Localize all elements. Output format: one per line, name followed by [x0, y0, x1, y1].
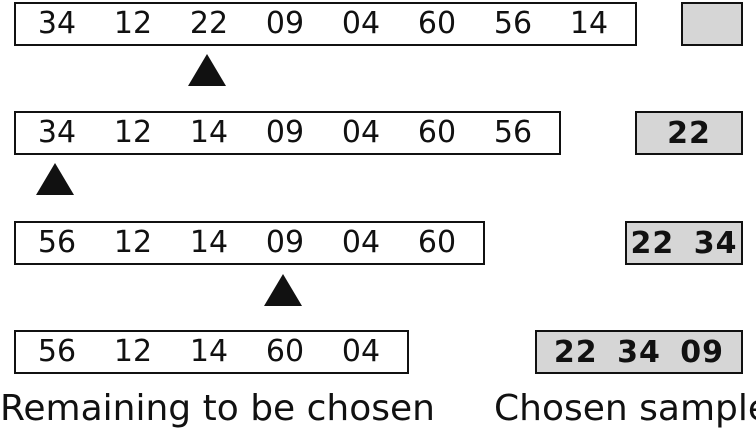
remaining-number: 04: [341, 115, 381, 150]
remaining-number: 04: [341, 225, 381, 260]
remaining-number: 60: [265, 334, 305, 369]
remaining-number: 56: [493, 6, 533, 41]
remaining-number: 09: [265, 115, 305, 150]
remaining-number: 04: [341, 6, 381, 41]
remaining-number: 60: [417, 115, 457, 150]
remaining-number: 14: [189, 225, 229, 260]
remaining-number: 56: [493, 115, 533, 150]
selection-pointer-icon: [36, 163, 74, 195]
remaining-number: 09: [265, 6, 305, 41]
chosen-sample-box-row-2: 22: [635, 111, 743, 155]
remaining-box-row-4: 56 12 14 60 04: [14, 330, 409, 374]
remaining-number: 14: [569, 6, 609, 41]
remaining-number: 12: [113, 115, 153, 150]
chosen-sample-box-row-3: 22 34: [625, 221, 743, 265]
remaining-number: 60: [417, 6, 457, 41]
remaining-number: 04: [341, 334, 381, 369]
remaining-number: 09: [265, 225, 305, 260]
selection-pointer-icon: [188, 54, 226, 86]
caption-remaining: Remaining to be chosen: [0, 388, 435, 429]
remaining-number: 12: [113, 334, 153, 369]
remaining-number: 14: [189, 115, 229, 150]
remaining-number: 14: [189, 334, 229, 369]
remaining-box-row-3: 56 12 14 09 04 60: [14, 221, 485, 265]
remaining-number: 56: [37, 334, 77, 369]
chosen-sample-box-row-4: 22 34 09: [535, 330, 743, 374]
remaining-number: 34: [37, 6, 77, 41]
remaining-number: 34: [37, 115, 77, 150]
remaining-number: 12: [113, 6, 153, 41]
caption-chosen-sample: Chosen sample: [494, 388, 756, 429]
remaining-number: 60: [417, 225, 457, 260]
chosen-sample-box-row-1: [681, 2, 743, 46]
remaining-number: 56: [37, 225, 77, 260]
selection-pointer-icon: [264, 274, 302, 306]
remaining-number: 22: [189, 6, 229, 41]
remaining-box-row-1: 34 12 22 09 04 60 56 14: [14, 2, 637, 46]
remaining-number: 12: [113, 225, 153, 260]
remaining-box-row-2: 34 12 14 09 04 60 56: [14, 111, 561, 155]
